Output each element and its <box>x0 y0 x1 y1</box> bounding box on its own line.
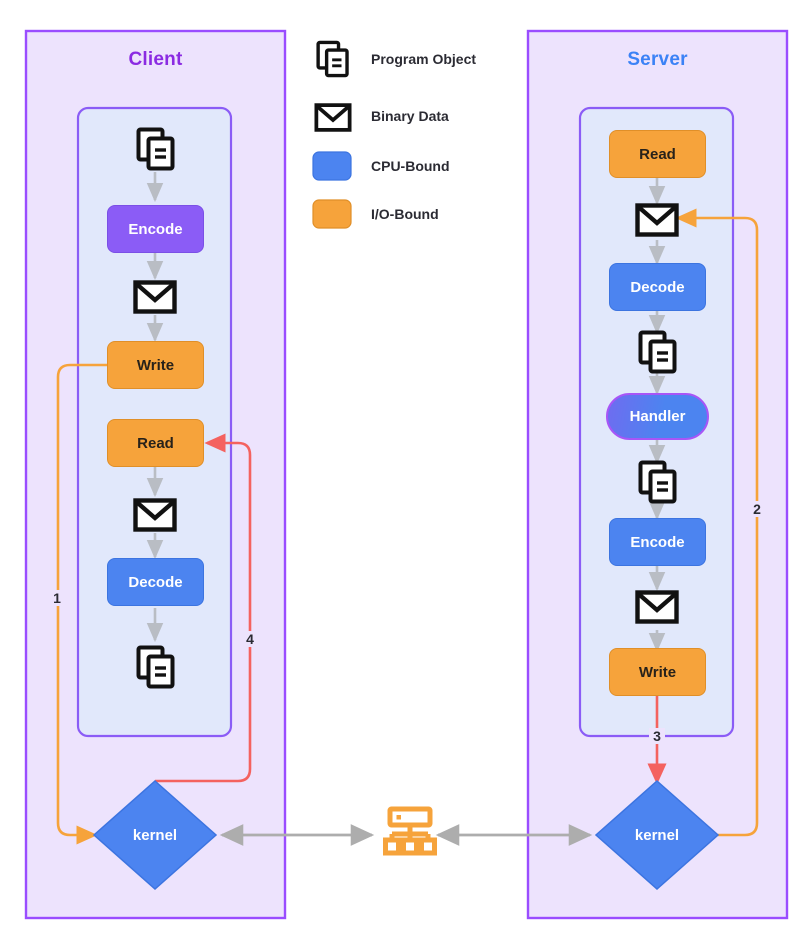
client-node-write[interactable]: Write <box>107 341 204 389</box>
flow-arrow-4 <box>155 433 252 783</box>
network-hub-icon <box>386 809 435 853</box>
client-kernel-label: kernel <box>132 826 178 844</box>
flow-label-2: 2 <box>749 501 765 517</box>
binary-data-icon <box>638 206 677 235</box>
server-group-title: Server <box>627 49 688 70</box>
legend-label-io-bound: I/O-Bound <box>371 206 439 222</box>
legend-label-program-object: Program Object <box>371 51 477 67</box>
server-node-decode[interactable]: Decode <box>609 263 706 311</box>
binary-data-icon <box>638 593 677 622</box>
flow-arrow-2 <box>675 208 759 837</box>
legend-swatch-io-bound <box>312 199 352 229</box>
client-group-title: Client <box>128 49 183 70</box>
flow-label-1: 1 <box>49 590 65 606</box>
legend-label-cpu-bound: CPU-Bound <box>371 158 450 174</box>
client-kernel-node[interactable] <box>92 779 218 891</box>
server-node-write[interactable]: Write <box>609 648 706 696</box>
flow-label-3: 3 <box>649 728 665 744</box>
server-node-encode[interactable]: Encode <box>609 518 706 566</box>
client-node-encode[interactable]: Encode <box>107 205 204 253</box>
legend-swatch-cpu-bound <box>312 151 352 181</box>
legend-label-binary-data: Binary Data <box>371 108 449 124</box>
binary-data-icon <box>136 283 175 312</box>
server-node-handler[interactable]: Handler <box>606 393 709 440</box>
server-kernel-node[interactable] <box>594 779 720 891</box>
server-node-read[interactable]: Read <box>609 130 706 178</box>
flow-label-4: 4 <box>242 631 258 647</box>
server-kernel-label: kernel <box>634 826 680 844</box>
client-node-read[interactable]: Read <box>107 419 204 467</box>
binary-data-icon <box>314 103 352 132</box>
binary-data-icon <box>136 501 175 530</box>
client-node-decode[interactable]: Decode <box>107 558 204 606</box>
program-object-icon <box>316 40 349 78</box>
